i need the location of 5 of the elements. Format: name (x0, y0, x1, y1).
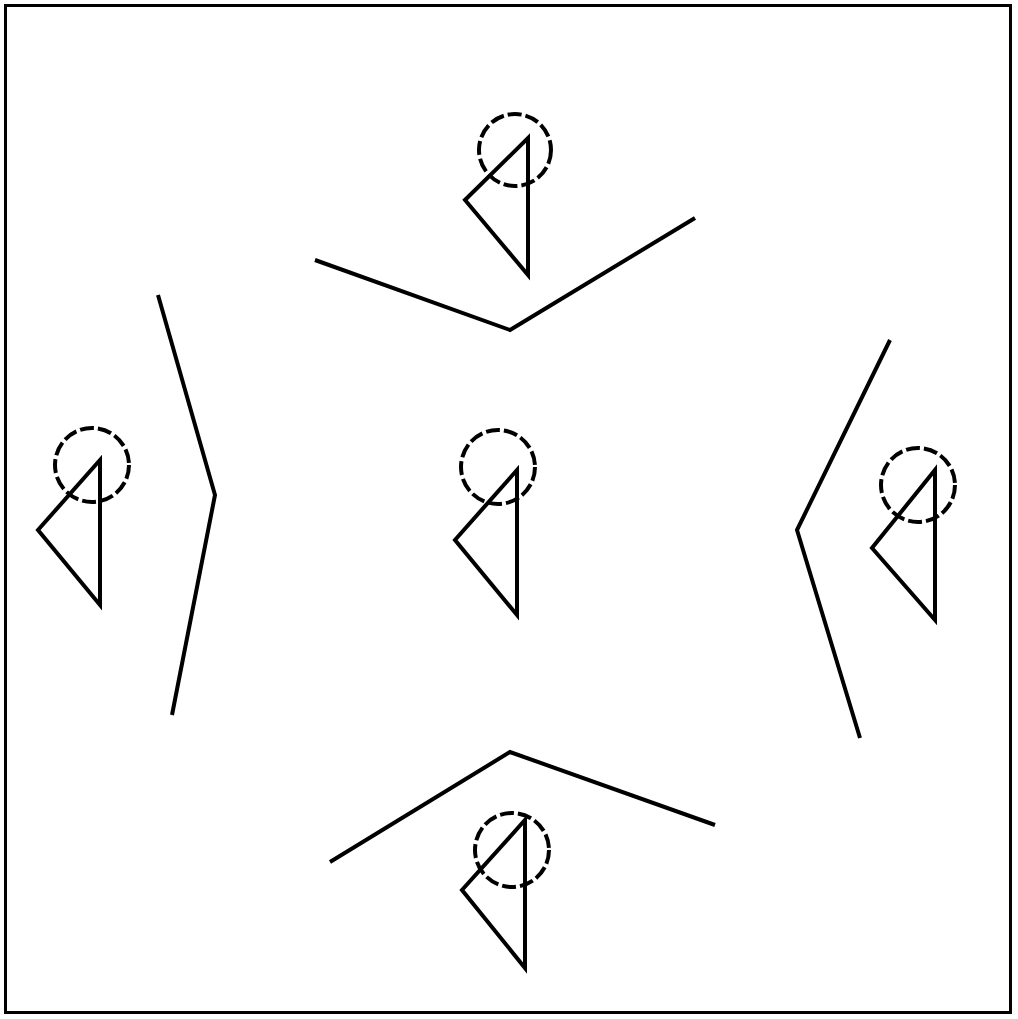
circle-triangle-symbol (35, 426, 131, 611)
circle-triangle-symbol (869, 446, 957, 626)
circle-triangle-symbol (452, 428, 537, 621)
circle-triangle-symbol (459, 811, 551, 974)
circle-triangle-symbol (462, 112, 553, 281)
